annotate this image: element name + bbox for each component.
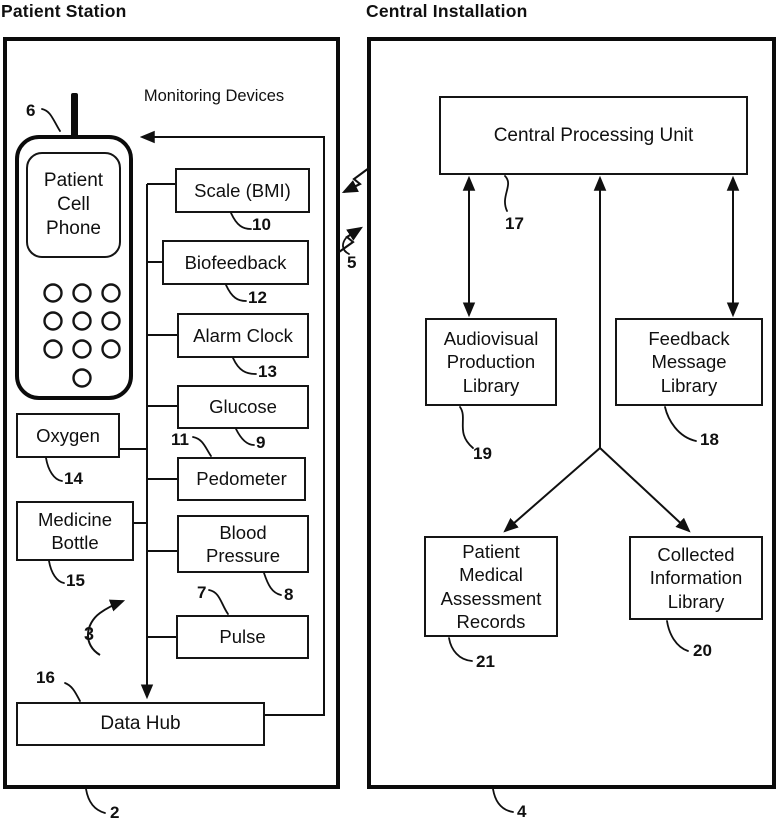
collected-information-library-box: Collected Information Library xyxy=(629,536,763,620)
device-box-alarm-clock: Alarm Clock xyxy=(177,313,309,358)
ref-label-pulse: 7 xyxy=(197,583,207,602)
oxygen-box: Oxygen xyxy=(16,413,120,458)
ref-label-central-installation: 4 xyxy=(517,802,527,821)
medicine-bottle-box: Medicine Bottle xyxy=(16,501,134,561)
ref-label-feedback-library: 18 xyxy=(700,430,719,449)
ref-label-assessment-records: 21 xyxy=(476,652,495,671)
device-label: Biofeedback xyxy=(184,251,287,273)
leader-5 xyxy=(342,237,350,255)
device-box-pulse: Pulse xyxy=(176,615,309,659)
data-hub-label: Data Hub xyxy=(100,713,181,735)
data-hub-box: Data Hub xyxy=(16,702,265,746)
cpu-box: Central Processing Unit xyxy=(439,96,748,175)
medicine-bottle-label: Medicine Bottle xyxy=(37,508,113,553)
patient-medical-assessment-records-label: Patient Medical Assessment Records xyxy=(440,540,542,632)
ref-label-glucose: 9 xyxy=(256,433,266,452)
device-box-biofeedback: Biofeedback xyxy=(162,240,309,285)
ref-label-wireless-link: 5 xyxy=(347,253,357,272)
patient-medical-assessment-records-box: Patient Medical Assessment Records xyxy=(424,536,558,637)
device-box-glucose: Glucose xyxy=(177,385,309,429)
ref-label-oxygen: 14 xyxy=(64,469,83,488)
device-label: Glucose xyxy=(209,396,277,418)
ref-label-medicine-bottle: 15 xyxy=(66,571,85,590)
device-label: Alarm Clock xyxy=(193,324,293,346)
ref-label-cpu: 17 xyxy=(505,214,524,233)
device-box-blood-pressure: Blood Pressure xyxy=(177,515,309,573)
wireless-link-arrows xyxy=(338,167,370,253)
monitoring-devices-label: Monitoring Devices xyxy=(143,87,285,105)
ref-label-collected-library: 20 xyxy=(693,641,712,660)
ref-label-blood-pressure: 8 xyxy=(284,585,294,604)
collected-information-library-label: Collected Information Library xyxy=(649,544,743,612)
device-box-pedometer: Pedometer xyxy=(177,457,306,501)
central-installation-panel xyxy=(367,37,776,789)
device-label: Pedometer xyxy=(196,468,287,490)
patient-station-title: Patient Station xyxy=(1,1,127,21)
oxygen-label: Oxygen xyxy=(36,424,100,446)
feedback-message-library-label: Feedback Message Library xyxy=(648,328,730,396)
phone-label: Patient Cell Phone xyxy=(43,170,104,239)
audiovisual-production-library-box: Audiovisual Production Library xyxy=(425,318,557,406)
patient-station-panel xyxy=(3,37,340,789)
feedback-message-library-box: Feedback Message Library xyxy=(615,318,763,406)
device-box-scale: Scale (BMI) xyxy=(175,168,310,213)
ref-label-phone: 6 xyxy=(26,101,36,120)
cpu-label: Central Processing Unit xyxy=(493,124,694,146)
patient-cell-phone: Patient Cell Phone xyxy=(15,135,133,400)
device-label: Scale (BMI) xyxy=(194,179,291,201)
ref-label-scale: 10 xyxy=(252,215,271,234)
ref-label-pedometer: 11 xyxy=(171,430,189,449)
audiovisual-production-library-label: Audiovisual Production Library xyxy=(443,328,539,396)
ref-label-biofeedback: 12 xyxy=(248,288,267,307)
leader-4 xyxy=(492,788,514,813)
wireless-arrow-to-central xyxy=(338,226,363,253)
ref-label-patient-station: 2 xyxy=(110,803,120,822)
device-label: Blood Pressure xyxy=(205,521,281,566)
ref-label-audiovisual-library: 19 xyxy=(473,444,492,463)
central-installation-title: Central Installation xyxy=(366,1,528,21)
ref-label-data-hub: 16 xyxy=(36,668,55,687)
ref-label-bus: 3 xyxy=(84,624,95,644)
phone-screen: Patient Cell Phone xyxy=(26,152,121,258)
ref-label-alarm-clock: 13 xyxy=(258,362,277,381)
device-label: Pulse xyxy=(219,626,266,648)
wireless-arrow-to-patient xyxy=(341,167,370,194)
leader-2 xyxy=(85,788,106,814)
